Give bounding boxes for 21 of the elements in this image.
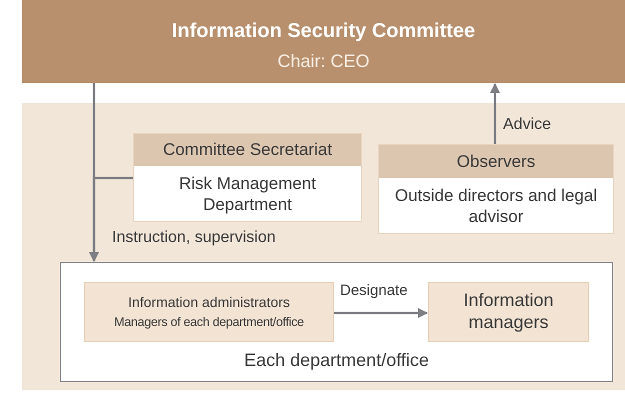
box-header: Observers [379, 145, 613, 178]
arrow [89, 176, 133, 262]
box-body: Risk Management Department [178, 173, 317, 216]
org-box [378, 144, 614, 234]
role-box [428, 282, 589, 342]
role-detail: Managers of each department/office [114, 315, 304, 330]
role-title: Information managers [462, 290, 555, 334]
arrow [334, 308, 428, 318]
committee-banner [22, 0, 625, 83]
role-box [84, 282, 334, 342]
arrow [490, 83, 500, 144]
role-title: Information administrators [128, 294, 290, 310]
frame-caption: Each department/office [243, 350, 430, 371]
committee-chair: Chair: CEO [276, 51, 371, 72]
committee-title: Information Security Committee [170, 20, 476, 43]
department-frame [60, 262, 613, 382]
org-box [133, 133, 362, 222]
box-body: Outside directors and legal advisor [394, 185, 598, 228]
edge-label: Designate [338, 282, 410, 299]
edge-label: Instruction, supervision [110, 229, 278, 247]
box-header: Committee Secretariat [134, 134, 361, 166]
